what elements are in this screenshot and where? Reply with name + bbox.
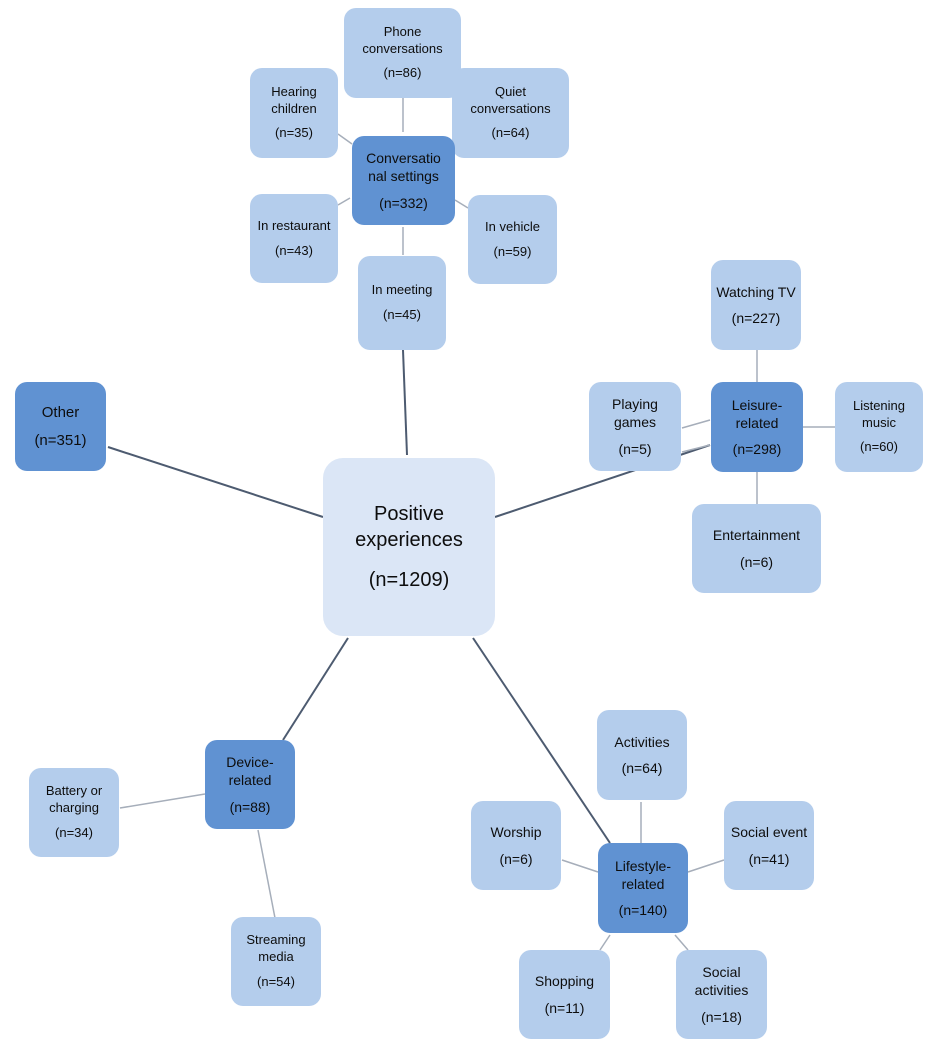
node-leisure-count: (n=298) (732, 441, 782, 458)
node-quiet: Quiet conversations (n=64) (452, 68, 569, 158)
node-worship-label: Worship (490, 824, 542, 841)
node-activities-count: (n=64) (621, 760, 663, 776)
node-restaurant-count: (n=43) (275, 242, 313, 258)
node-battery-label: Battery or charging (45, 783, 103, 816)
node-other: Other (n=351) (15, 382, 106, 471)
node-streaming: Streaming media (n=54) (231, 917, 321, 1006)
edge-root-other (107, 446, 324, 518)
node-social-event: Social event (n=41) (724, 801, 814, 890)
edge-conv-vehicle (454, 199, 469, 209)
node-shopping-count: (n=11) (544, 999, 585, 1016)
node-social-event-label: Social event (730, 824, 808, 841)
node-lifestyle: Lifestyle- related (n=140) (598, 843, 688, 933)
node-activities: Activities (n=64) (597, 710, 687, 800)
node-entertainment-count: (n=6) (739, 553, 774, 570)
node-device: Device- related (n=88) (205, 740, 295, 829)
node-quiet-count: (n=64) (491, 125, 530, 141)
node-shopping-label: Shopping (534, 973, 595, 990)
node-device-label: Device- related (226, 754, 274, 789)
node-games-count: (n=5) (618, 440, 652, 457)
node-social-event-count: (n=41) (748, 850, 790, 867)
edge-conv-restaurant (337, 197, 351, 206)
node-lifestyle-count: (n=140) (618, 902, 668, 919)
node-activities-label: Activities (614, 733, 670, 750)
node-games-label: Playing games (612, 396, 658, 431)
node-streaming-label: Streaming media (246, 932, 306, 965)
node-social-activities: Social activities (n=18) (676, 950, 767, 1039)
node-quiet-label: Quiet conversations (470, 83, 551, 116)
edge-device-battery (119, 793, 206, 809)
node-meeting-count: (n=45) (383, 307, 421, 322)
node-entertainment-label: Entertainment (712, 527, 801, 544)
node-vehicle-count: (n=59) (493, 243, 532, 259)
node-social-activities-count: (n=18) (701, 1008, 742, 1025)
node-meeting-label: In meeting (371, 282, 433, 298)
edge-device-streaming (257, 829, 276, 919)
node-vehicle-label: In vehicle (485, 218, 540, 234)
node-root-label: Positive experiences (355, 503, 463, 551)
node-music: Listening music (n=60) (835, 382, 923, 472)
node-battery: Battery or charging (n=34) (29, 768, 119, 857)
node-lifestyle-label: Lifestyle- related (614, 857, 672, 892)
node-restaurant-label: In restaurant (257, 217, 331, 233)
node-phone-count: (n=86) (383, 65, 422, 81)
node-hearing-count: (n=35) (275, 125, 313, 141)
node-vehicle: In vehicle (n=59) (468, 195, 557, 284)
node-battery-count: (n=34) (55, 824, 93, 840)
node-conv: Conversatio nal settings (n=332) (352, 136, 455, 225)
edge-lifestyle-social-event (687, 859, 725, 873)
node-root-count: (n=1209) (368, 569, 450, 591)
node-phone: Phone conversations (n=86) (344, 8, 461, 98)
node-tv: Watching TV (n=227) (711, 260, 801, 350)
node-phone-label: Phone conversations (362, 23, 443, 56)
node-streaming-count: (n=54) (257, 973, 295, 989)
node-worship: Worship (n=6) (471, 801, 561, 890)
node-root: Positive experiences (n=1209) (323, 458, 495, 636)
node-tv-label: Watching TV (716, 283, 796, 300)
node-restaurant: In restaurant (n=43) (250, 194, 338, 283)
node-social-activities-label: Social activities (694, 964, 749, 999)
node-leisure-label: Leisure- related (731, 396, 783, 431)
edge-lifestyle-shopping (599, 934, 611, 951)
edge-leisure-games (681, 419, 711, 429)
node-device-count: (n=88) (229, 798, 271, 815)
node-hearing-label: Hearing children (271, 83, 317, 116)
node-meeting: In meeting (n=45) (358, 256, 446, 350)
node-games: Playing games (n=5) (589, 382, 681, 471)
node-music-count: (n=60) (860, 439, 898, 455)
edge-root-lifestyle (472, 637, 611, 844)
edge-lifestyle-social-activities (674, 934, 689, 951)
edge-root-conv (402, 349, 408, 456)
node-shopping: Shopping (n=11) (519, 950, 610, 1039)
edge-leisure-games-2 (681, 444, 711, 453)
node-tv-count: (n=227) (731, 310, 781, 326)
node-other-count: (n=351) (34, 431, 87, 449)
node-worship-count: (n=6) (499, 850, 533, 867)
edge-conv-hearing (337, 133, 353, 145)
node-conv-count: (n=332) (379, 194, 428, 211)
node-leisure: Leisure- related (n=298) (711, 382, 803, 472)
node-entertainment: Entertainment (n=6) (692, 504, 821, 593)
edge-root-device (282, 637, 349, 741)
node-hearing: Hearing children (n=35) (250, 68, 338, 158)
edge-lifestyle-worship (561, 859, 599, 873)
node-music-label: Listening music (852, 397, 906, 430)
node-conv-label: Conversatio nal settings (366, 150, 441, 185)
node-other-label: Other (41, 404, 80, 421)
